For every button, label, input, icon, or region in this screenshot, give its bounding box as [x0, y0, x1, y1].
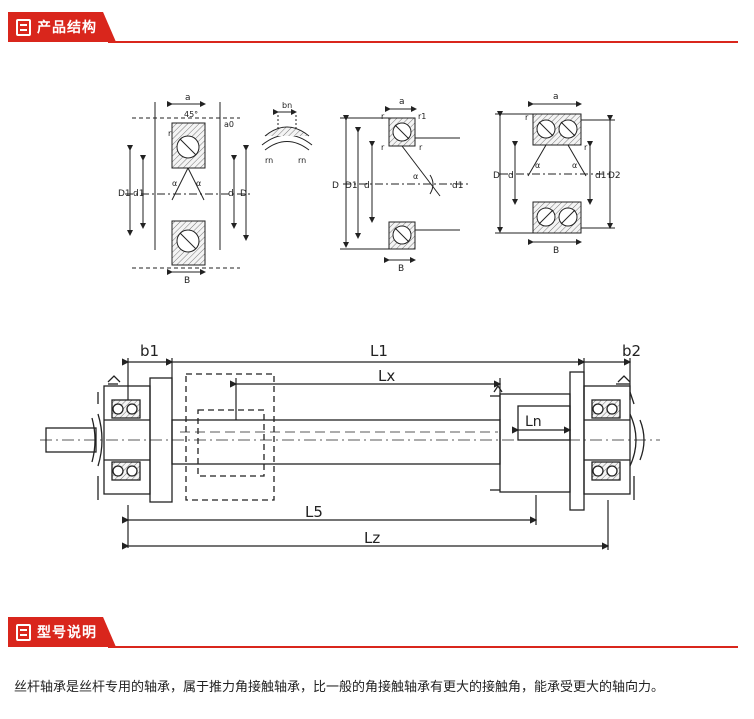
- label-B: B: [553, 246, 559, 256]
- label-r: r: [419, 143, 423, 152]
- label-D: D: [332, 181, 339, 191]
- label-d: d: [228, 189, 234, 199]
- ball-screw-assembly: [40, 371, 660, 511]
- label-d1: d1: [595, 171, 606, 181]
- label-alpha-l: α: [172, 179, 177, 188]
- label-a: a: [399, 97, 405, 107]
- label-r: r: [584, 143, 588, 152]
- label-a: a: [185, 93, 191, 103]
- dim-L5: L5: [305, 503, 323, 521]
- dim-b2: b2: [622, 342, 641, 360]
- section-tab: 型号说明: [8, 617, 116, 647]
- label-alpha: α: [413, 172, 418, 181]
- label-bn: bn: [282, 101, 292, 110]
- bearing-diagram-3: [340, 106, 468, 263]
- label-angle: 45°: [184, 110, 198, 119]
- label-rn-r: rn: [298, 156, 306, 165]
- label-r: r: [381, 112, 385, 121]
- technical-drawings: a 45° a0 r α α D1 d1 d D B bn rn rn: [40, 92, 660, 550]
- dim-Lz: Lz: [364, 529, 380, 547]
- label-alpha-r: α: [196, 179, 201, 188]
- section-header-structure: 产品结构: [8, 12, 738, 46]
- product-description: 丝杆轴承是丝杆专用的轴承，属于推力角接触轴承，比一般的角接触轴承有更大的接触角，…: [14, 680, 665, 695]
- label-r1: r1: [418, 112, 426, 121]
- label-r: r: [525, 113, 529, 122]
- label-d1: d1: [452, 181, 463, 191]
- section-title: 型号说明: [37, 625, 97, 641]
- label-r: r: [381, 143, 385, 152]
- section-title: 产品结构: [37, 20, 97, 36]
- bearing-diagram-4: [495, 101, 615, 245]
- bearing-diagram-1: [125, 101, 250, 275]
- label-D: D: [493, 171, 500, 181]
- label-a: a: [553, 92, 559, 102]
- dim-b1: b1: [140, 342, 159, 360]
- label-alpha-l: α: [535, 161, 540, 170]
- label-a0: a0: [224, 120, 234, 129]
- label-d: d: [364, 181, 370, 191]
- label-d1: d1: [133, 189, 144, 199]
- label-B: B: [184, 276, 190, 286]
- label-D1: D1: [345, 181, 358, 191]
- label-r: r: [168, 129, 172, 138]
- label-alpha-r: α: [572, 161, 577, 170]
- bearing-diagram-2: [261, 109, 313, 151]
- dim-Ln: Ln: [525, 414, 542, 430]
- section-divider: [108, 41, 738, 43]
- assembly-dimensions: [122, 358, 632, 550]
- label-D2: D2: [608, 171, 621, 181]
- label-D: D: [240, 189, 247, 199]
- document-icon: [16, 623, 31, 641]
- label-B: B: [398, 264, 404, 274]
- dim-L1: L1: [370, 342, 388, 360]
- document-icon: [16, 18, 31, 36]
- label-rn-l: rn: [265, 156, 273, 165]
- section-header-model: 型号说明: [8, 617, 738, 651]
- section-tab: 产品结构: [8, 12, 116, 42]
- section-divider: [108, 646, 738, 648]
- label-d: d: [508, 171, 514, 181]
- dim-Lx: Lx: [378, 367, 395, 385]
- label-D1: D1: [118, 189, 131, 199]
